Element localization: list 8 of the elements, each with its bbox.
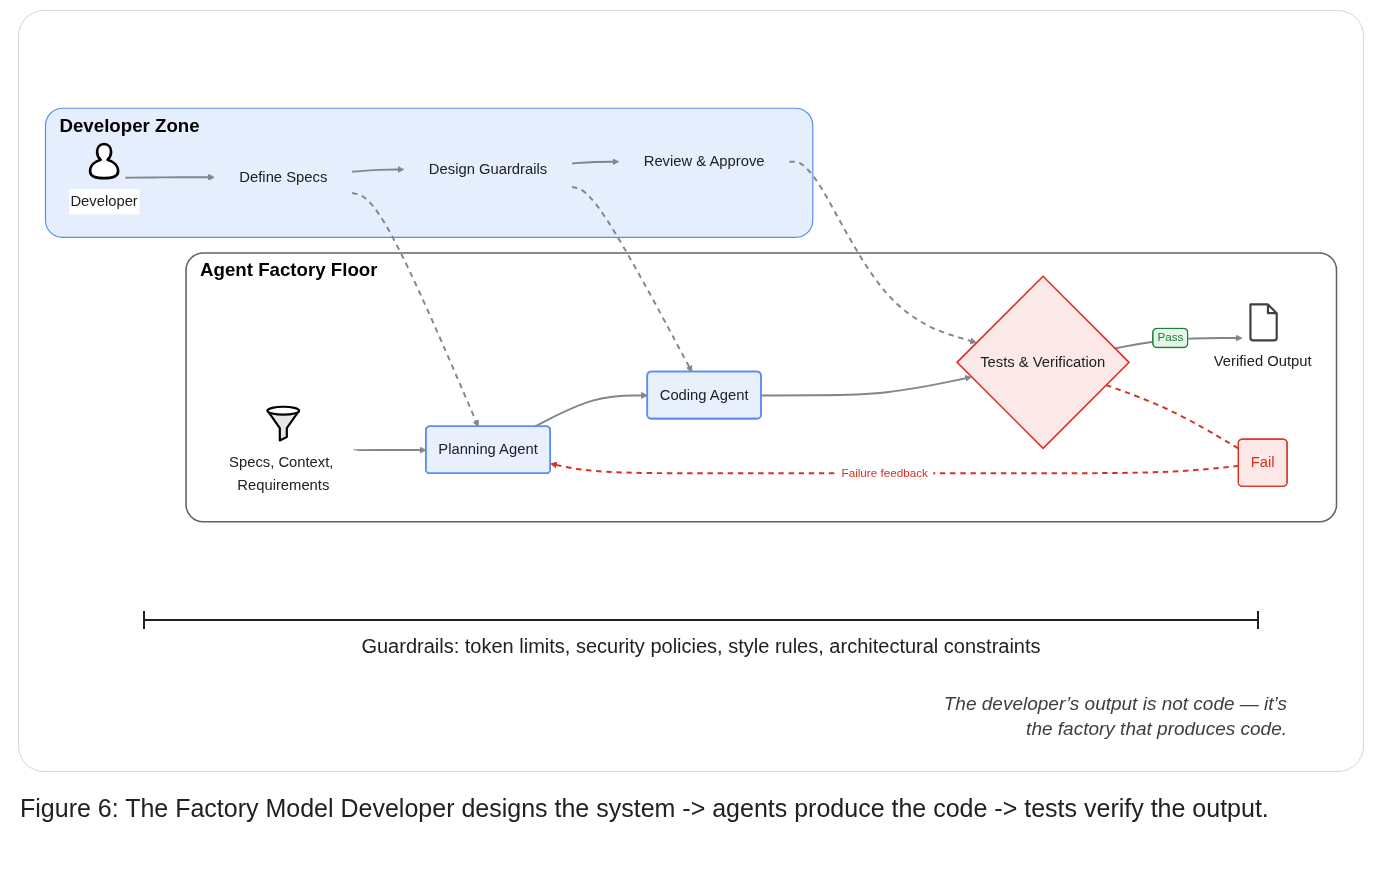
note-text: The developer’s output is not code — it’s the factory that produces code. [942,692,1287,741]
bracket-label: Guardrails: token limits, security policies, style rules, architectural constraints [361,635,1041,658]
edge-label: Failure feedback [841,466,928,480]
node-text: Define Specs [239,168,328,185]
node-text: Review & Approve [643,152,765,170]
edge-label: Pass [1157,330,1184,344]
node-text: Design Guardrails [428,160,548,178]
figure-caption: Figure 6: The Factory Model Developer designs the system -> agents produce the code -> tests verify the output. [20,793,1270,824]
